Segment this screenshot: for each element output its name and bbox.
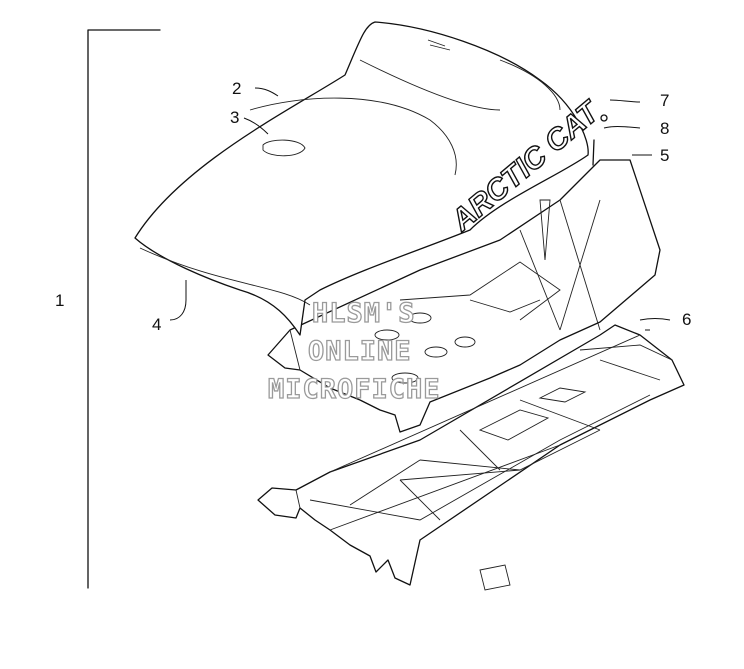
part-5-liner	[267, 159, 661, 433]
callout-6: 6	[682, 310, 691, 329]
assembly-bracket	[87, 29, 161, 589]
callout-2: 2	[232, 79, 241, 98]
part-7-8-hardware	[592, 114, 608, 166]
callout-1: 1	[55, 291, 64, 310]
part-6-lower-tray	[257, 324, 685, 591]
callout-labels: 1 2 3 4 5 6 7 8	[55, 79, 691, 334]
callout-3: 3	[230, 108, 239, 127]
callout-4: 4	[152, 315, 161, 334]
callout-5: 5	[660, 146, 669, 165]
watermark-line-2: ONLINE	[308, 336, 412, 367]
callout-8: 8	[660, 119, 669, 138]
watermark-line-1: HLSM'S	[312, 298, 416, 329]
watermark-line-3: MICROFICHE	[268, 374, 441, 405]
leader-lines	[169, 87, 671, 331]
watermark: HLSM'S ONLINE MICROFICHE	[267, 297, 441, 405]
callout-7: 7	[660, 91, 669, 110]
